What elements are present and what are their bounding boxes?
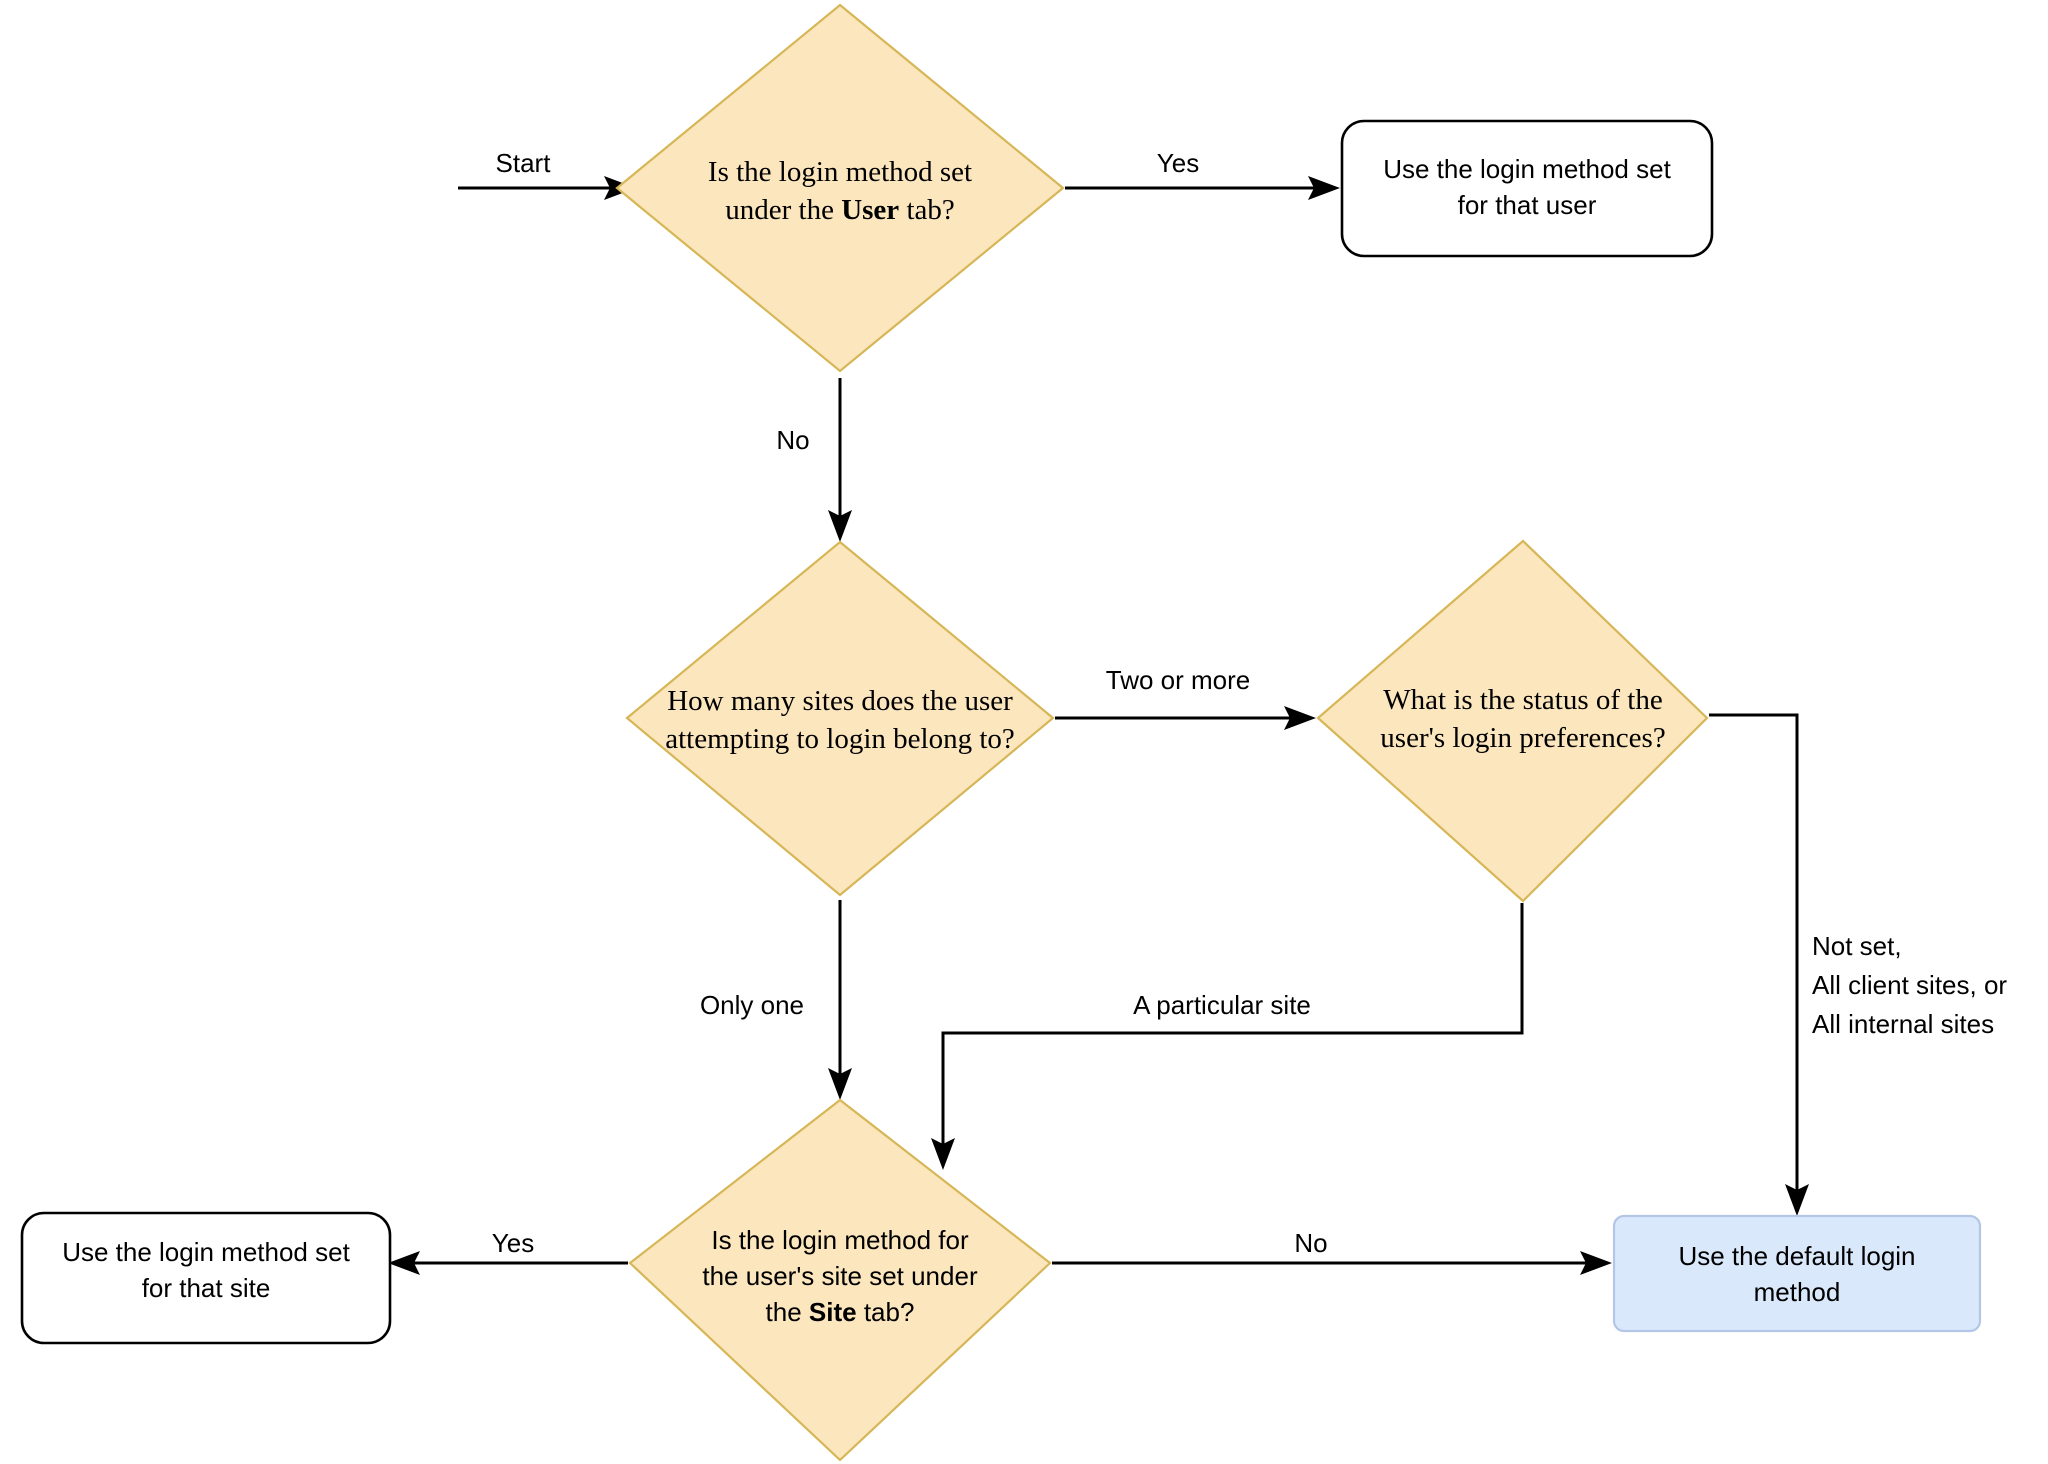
- edge-only-one-arrowhead: [828, 1068, 852, 1100]
- decision-site-count-shape[interactable]: [625, 540, 1055, 897]
- edge-two-or-more: [1055, 706, 1316, 730]
- decision-login-prefs-line-1: What is the status of the: [1383, 684, 1662, 716]
- decision-user-tab-shape[interactable]: [615, 3, 1065, 373]
- node-result-user-method[interactable]: Use the login method set for that user: [1340, 119, 1714, 258]
- edge-label-site-no: No: [1294, 1228, 1327, 1258]
- edge-label-user-yes: Yes: [1157, 148, 1199, 178]
- edge-user-yes-arrowhead: [1308, 176, 1340, 200]
- result-user-method-line-2: for that user: [1458, 190, 1597, 220]
- edge-site-no: [1052, 1251, 1612, 1275]
- edge-particular-site-line: [941, 903, 1524, 1145]
- edge-two-or-more-arrowhead: [1284, 706, 1316, 730]
- edge-label-user-no: No: [776, 425, 809, 455]
- result-user-method-line-1: Use the login method set: [1383, 154, 1671, 184]
- edge-label-two-or-more: Two or more: [1106, 665, 1251, 695]
- edge-not-set-arrowhead: [1785, 1184, 1809, 1216]
- decision-login-prefs-shape[interactable]: [1316, 539, 1709, 903]
- decision-login-prefs-line-2: user's login preferences?: [1380, 722, 1665, 754]
- node-decision-site-count[interactable]: How many sites does the user attempting …: [625, 540, 1055, 897]
- result-default-method-shape[interactable]: [1612, 1214, 1982, 1333]
- edge-label-not-set-line-1: Not set,: [1812, 931, 1902, 961]
- edge-site-yes-arrowhead: [388, 1251, 420, 1275]
- edge-label-not-set-line-3: All internal sites: [1812, 1009, 1994, 1039]
- decision-site-count-line-1: How many sites does the user: [667, 685, 1013, 717]
- edge-label-start: Start: [496, 148, 552, 178]
- edge-not-set: [1709, 713, 1809, 1216]
- edge-user-no-arrowhead: [828, 510, 852, 542]
- edge-label-not-set-line-2: All client sites, or: [1812, 970, 2007, 1000]
- node-decision-site-tab[interactable]: Is the login method for the user's site …: [628, 1098, 1052, 1462]
- node-decision-user-tab[interactable]: Is the login method set under the User t…: [615, 3, 1065, 373]
- edge-particular-site: [931, 903, 1524, 1170]
- edge-user-no: [828, 378, 852, 542]
- decision-user-tab-line-1: Is the login method set: [708, 156, 972, 188]
- decision-site-tab-line-3: the Site tab?: [766, 1297, 915, 1327]
- edge-user-yes: [1065, 176, 1340, 200]
- decision-site-tab-line-2: the user's site set under: [702, 1261, 978, 1291]
- edge-only-one: [828, 900, 852, 1100]
- edge-site-yes: [388, 1251, 628, 1275]
- edge-site-no-arrowhead: [1580, 1251, 1612, 1275]
- node-result-default-method[interactable]: Use the default login method: [1612, 1214, 1982, 1333]
- result-site-method-line-1: Use the login method set: [62, 1237, 350, 1267]
- edge-start: [458, 176, 636, 200]
- decision-site-tab-shape[interactable]: [628, 1098, 1052, 1462]
- result-default-method-line-2: method: [1754, 1277, 1841, 1307]
- result-user-method-shape[interactable]: [1340, 119, 1714, 258]
- decision-site-count-line-2: attempting to login belong to?: [665, 723, 1015, 755]
- edge-not-set-line: [1709, 713, 1799, 1190]
- result-site-method-shape[interactable]: [20, 1211, 392, 1345]
- edge-label-particular-site: A particular site: [1133, 990, 1311, 1020]
- result-site-method-line-2: for that site: [142, 1273, 271, 1303]
- edge-particular-site-arrowhead: [931, 1138, 955, 1170]
- edge-label-site-yes: Yes: [492, 1228, 534, 1258]
- result-default-method-line-1: Use the default login: [1678, 1241, 1915, 1271]
- edge-label-only-one: Only one: [700, 990, 804, 1020]
- decision-user-tab-line-2: under the User tab?: [725, 194, 955, 226]
- node-decision-login-prefs[interactable]: What is the status of the user's login p…: [1316, 539, 1709, 903]
- decision-site-tab-line-1: Is the login method for: [711, 1225, 969, 1255]
- node-result-site-method[interactable]: Use the login method set for that site: [20, 1211, 392, 1345]
